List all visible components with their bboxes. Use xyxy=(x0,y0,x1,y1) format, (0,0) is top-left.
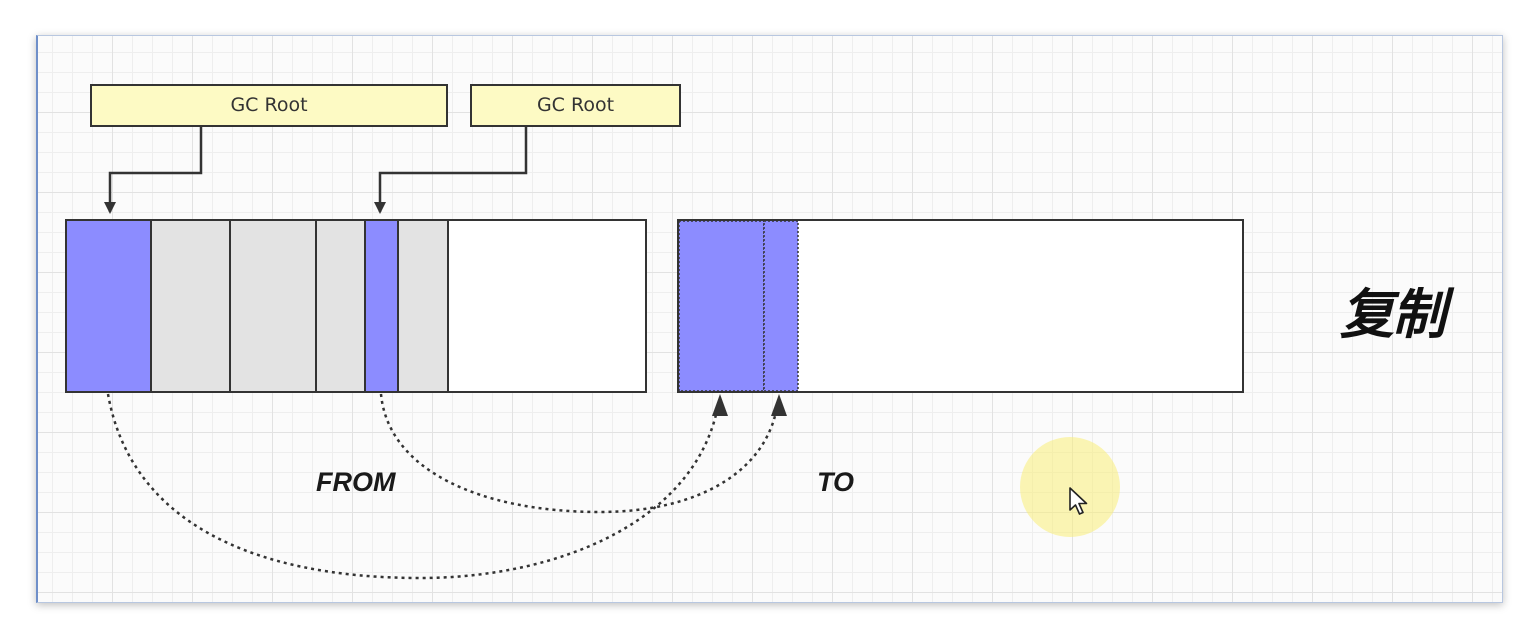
copy-arrow-2 xyxy=(379,393,780,514)
gc-root-label-1: GC Root xyxy=(230,94,308,116)
from-garbage-object-3 xyxy=(315,219,366,393)
from-garbage-object-1 xyxy=(150,219,231,393)
from-live-object-2 xyxy=(364,219,399,393)
from-live-object-1 xyxy=(65,219,152,393)
to-label: TO xyxy=(817,467,855,497)
gc-root-connector-2 xyxy=(374,126,528,214)
to-copied-object-1 xyxy=(678,220,765,392)
title-label: 复制 xyxy=(1340,283,1446,346)
copy-arrow-head-1 xyxy=(712,394,728,416)
gc-root-box-1 xyxy=(90,84,448,127)
from-label: FROM xyxy=(316,467,396,497)
cursor-highlight xyxy=(1020,437,1120,537)
mouse-pointer-icon xyxy=(1069,487,1088,515)
copy-arrow-1 xyxy=(106,393,721,580)
from-garbage-object-2 xyxy=(229,219,317,393)
gc-root-connector-1 xyxy=(104,126,203,214)
gc-root-label-2: GC Root xyxy=(536,94,615,116)
from-garbage-object-4 xyxy=(397,219,449,393)
to-copied-object-2 xyxy=(763,220,799,392)
gc-root-box-2 xyxy=(470,84,681,127)
copy-arrow-head-2 xyxy=(771,394,787,416)
